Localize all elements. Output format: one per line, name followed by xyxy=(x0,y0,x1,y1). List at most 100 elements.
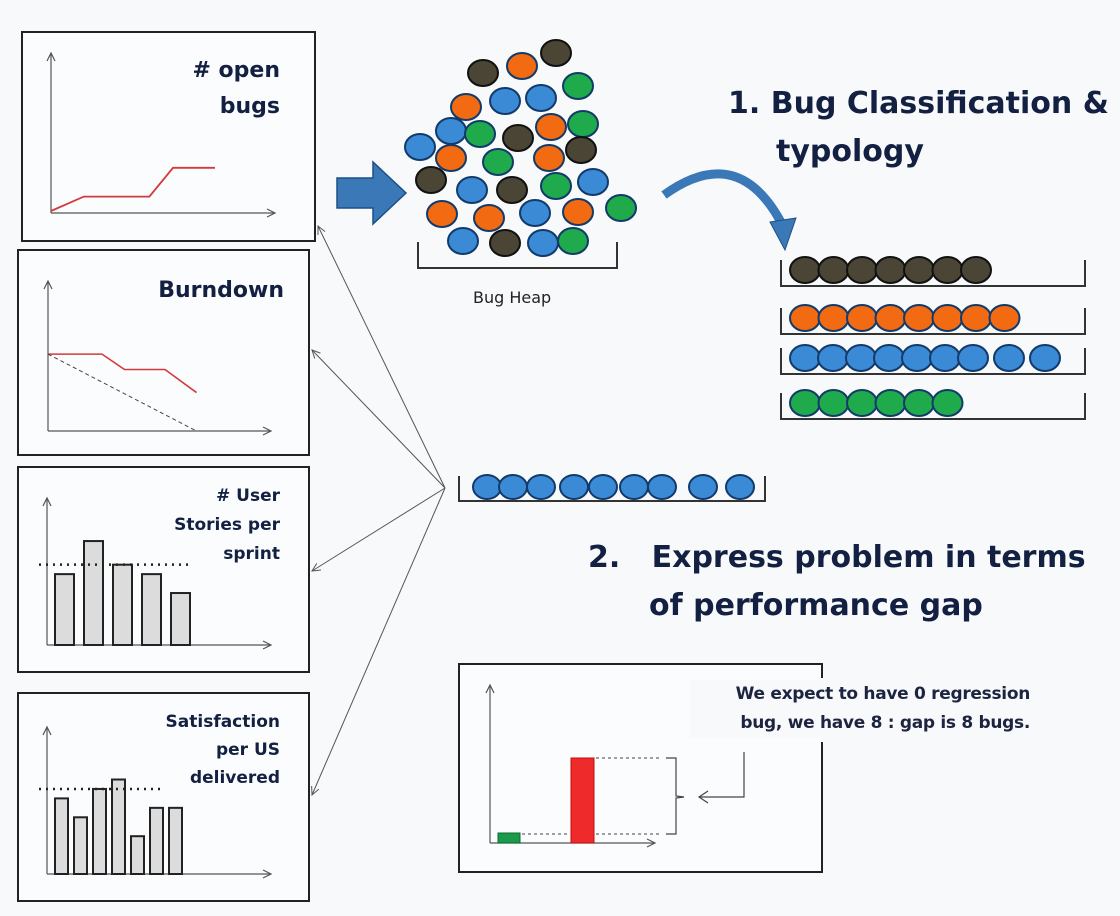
bug-ball-orange-icon xyxy=(435,144,467,172)
classification-tray-blue xyxy=(780,348,1086,375)
callout-arrowhead-icon xyxy=(697,790,709,804)
connector-line xyxy=(311,487,446,796)
classified-bug-blue-icon xyxy=(993,344,1025,372)
bug-ball-dark-icon xyxy=(540,39,572,67)
classification-tray-dark xyxy=(780,260,1086,287)
user-stories-bar xyxy=(54,573,75,646)
satisfaction-x-arrowhead xyxy=(262,869,273,879)
connector-arrowhead-icon xyxy=(311,785,320,797)
burndown-x-arrowhead xyxy=(262,426,273,436)
curved-arrow-head-icon xyxy=(769,217,797,252)
satisfaction-chart xyxy=(39,725,273,879)
gap-y-arrowhead xyxy=(485,683,495,694)
connector-line xyxy=(317,225,446,489)
bug-heap-tray xyxy=(417,242,618,269)
step2-line2: of performance gap xyxy=(649,588,983,623)
actual-bar xyxy=(570,757,595,844)
user-stories-y-arrowhead xyxy=(42,496,52,507)
callout-line xyxy=(700,752,745,798)
bug-ball-blue-icon xyxy=(519,199,551,227)
bug-ball-blue-icon xyxy=(404,133,436,161)
bug-heap-label: Bug Heap xyxy=(473,288,552,307)
bug-ball-green-icon xyxy=(557,227,589,255)
burndown-title: Burndown xyxy=(158,278,284,303)
connector-arrowhead-icon xyxy=(317,224,326,236)
satisfaction-bar xyxy=(168,806,183,875)
bug-ball-orange-icon xyxy=(450,93,482,121)
bug-ball-green-icon xyxy=(605,194,637,222)
bug-ball-green-icon xyxy=(540,172,572,200)
bug-ball-dark-icon xyxy=(467,59,499,87)
bug-ball-orange-icon xyxy=(426,200,458,228)
satisfaction-title: Satisfaction per US delivered xyxy=(165,712,280,788)
gap-note: We expect to have 0 regression bug, we h… xyxy=(690,680,1030,738)
bug-ball-green-icon xyxy=(464,120,496,148)
user-stories-title: # User Stories per sprint xyxy=(174,486,280,564)
bug-ball-orange-icon xyxy=(473,204,505,232)
bug-ball-orange-icon xyxy=(562,198,594,226)
connector-line xyxy=(311,487,446,572)
open-bugs-chart xyxy=(46,51,277,218)
connector-arrowhead-icon xyxy=(311,563,322,572)
user-stories-x-arrowhead xyxy=(262,640,273,650)
selected-row-tray xyxy=(458,476,766,502)
bug-ball-blue-icon xyxy=(456,176,488,204)
bug-ball-blue-icon xyxy=(489,87,521,115)
selected-bug-blue-icon xyxy=(688,474,718,500)
connector-line xyxy=(311,349,446,489)
bug-ball-blue-icon xyxy=(447,227,479,255)
gap-brace xyxy=(666,757,685,835)
satisfaction-y-arrowhead xyxy=(42,725,52,736)
burndown-y-arrowhead xyxy=(43,279,53,290)
step1-line1: 1. Bug Classification & xyxy=(728,86,1109,121)
bug-ball-blue-icon xyxy=(577,168,609,196)
user-stories-panel: # User Stories per sprint xyxy=(17,466,310,673)
gap-note-line2: bug, we have 8 : gap is 8 bugs. xyxy=(740,713,1030,733)
step2-heading: 2. Express problem in terms of performan… xyxy=(588,534,1086,630)
open-bugs-title: # open bugs xyxy=(192,58,280,119)
open-bugs-y-arrowhead xyxy=(46,51,56,62)
classified-bug-blue-icon xyxy=(957,344,989,372)
burndown-chart xyxy=(43,279,273,436)
selected-bug-blue-icon xyxy=(725,474,755,500)
burndown-panel: Burndown xyxy=(17,249,310,456)
open-bugs-x-arrowhead xyxy=(266,208,277,218)
satisfaction-bar xyxy=(130,835,145,875)
expected-bar xyxy=(497,832,521,844)
connector-arrowhead-icon xyxy=(311,349,321,359)
bug-ball-blue-icon xyxy=(525,84,557,112)
curved-arrow-icon xyxy=(661,169,789,231)
open-bugs-panel: # open bugs xyxy=(21,31,316,242)
classification-tray-green xyxy=(780,393,1086,420)
selected-bug-blue-icon xyxy=(526,474,556,500)
bug-ball-dark-icon xyxy=(496,176,528,204)
classified-bug-dark-icon xyxy=(960,256,992,284)
user-stories-chart xyxy=(39,496,273,650)
satisfaction-bar xyxy=(111,778,126,875)
user-stories-bar xyxy=(112,563,133,646)
bug-ball-dark-icon xyxy=(565,136,597,164)
step2-line1: 2. Express problem in terms xyxy=(588,540,1086,575)
step1-line2: typology xyxy=(776,134,924,169)
classification-tray-orange xyxy=(780,308,1086,335)
bug-ball-orange-icon xyxy=(535,113,567,141)
burndown-actual-line xyxy=(48,353,197,394)
bug-ball-green-icon xyxy=(482,148,514,176)
satisfaction-bar xyxy=(92,787,107,875)
selected-bug-blue-icon xyxy=(588,474,618,500)
classified-bug-green-icon xyxy=(931,389,964,417)
open-bugs-line xyxy=(50,166,215,212)
right-block-arrow-icon xyxy=(336,160,408,226)
satisfaction-bar xyxy=(54,797,69,875)
classified-bug-orange-icon xyxy=(988,304,1021,332)
user-stories-bar xyxy=(141,573,162,646)
bug-ball-dark-icon xyxy=(489,229,521,257)
gap-x-arrowhead xyxy=(646,838,657,848)
satisfaction-bar xyxy=(149,806,164,875)
classified-bug-blue-icon xyxy=(1029,344,1061,372)
user-stories-bar xyxy=(170,592,191,646)
satisfaction-bar xyxy=(73,816,88,876)
bug-ball-green-icon xyxy=(562,72,594,100)
user-stories-bar xyxy=(83,540,104,646)
